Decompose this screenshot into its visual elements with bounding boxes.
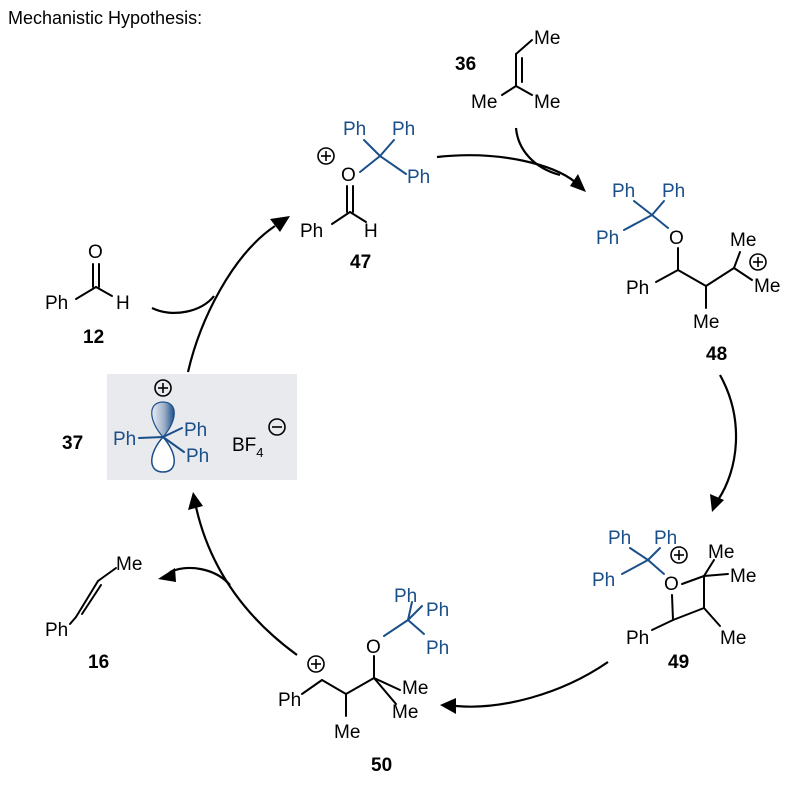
compound-49: Ph Ph Ph O Me Me Me Ph 49 bbox=[592, 528, 756, 673]
page-title: Mechanistic Hypothesis: bbox=[8, 8, 202, 28]
hydrogen-label: H bbox=[364, 221, 378, 242]
methyl-label: Me bbox=[402, 678, 428, 699]
compound-47: Ph Ph Ph O Ph H 47 bbox=[300, 119, 430, 273]
ph-label: Ph bbox=[626, 278, 649, 299]
ph-label: Ph bbox=[278, 690, 301, 711]
ph-label: Ph bbox=[626, 628, 649, 649]
compound-36: 36 Me Me Me bbox=[455, 28, 560, 113]
anion-charge bbox=[268, 418, 286, 436]
ph-label: Ph bbox=[426, 638, 449, 659]
arrow-49-to-50 bbox=[455, 661, 609, 708]
oxygen-label: O bbox=[669, 228, 684, 249]
cation-charge bbox=[749, 253, 767, 271]
tetrafluoroborate-label: BF4 bbox=[232, 435, 264, 460]
oxygen-label: O bbox=[341, 165, 356, 186]
ph-label: Ph bbox=[45, 620, 68, 641]
compound-12: O Ph H 12 bbox=[45, 242, 130, 348]
arrow-48-to-49 bbox=[717, 374, 738, 501]
arrow-37-to-47 bbox=[186, 225, 276, 373]
arrow-36-joins bbox=[514, 127, 561, 177]
ph-label: Ph bbox=[426, 600, 449, 621]
ph-label: Ph bbox=[612, 181, 635, 202]
oxygen-label: O bbox=[366, 637, 381, 658]
compound-number-47: 47 bbox=[350, 252, 371, 273]
compound-number-37: 37 bbox=[62, 433, 83, 454]
ph-label: Ph bbox=[654, 528, 677, 549]
cation-charge bbox=[307, 655, 325, 673]
cation-charge bbox=[670, 546, 688, 564]
ph-label: Ph bbox=[394, 586, 417, 607]
methyl-label: Me bbox=[720, 628, 746, 649]
methyl-label: Me bbox=[693, 312, 719, 333]
compound-48: Ph Ph Ph O Ph Me Me Me 48 bbox=[596, 181, 780, 365]
compound-50: Ph Me O Me Me Ph Ph Ph 50 bbox=[278, 586, 449, 776]
methyl-label: Me bbox=[730, 230, 756, 251]
cation-charge bbox=[317, 147, 335, 165]
compound-37: 37 Ph Ph Ph BF4 bbox=[62, 374, 297, 480]
oxygen-label: O bbox=[664, 574, 679, 595]
arrow-16-release bbox=[169, 566, 231, 586]
p-orbital-lower-lobe bbox=[151, 435, 175, 473]
methyl-label: Me bbox=[334, 722, 360, 743]
methyl-label: Me bbox=[754, 276, 780, 297]
ph-label: Ph bbox=[300, 221, 323, 242]
methyl-label: Me bbox=[392, 702, 418, 723]
compound-16: Me Ph 16 bbox=[45, 554, 142, 673]
methyl-label: Me bbox=[116, 554, 142, 575]
compound-number-36: 36 bbox=[455, 54, 476, 75]
ph-label: Ph bbox=[186, 446, 209, 467]
ph-label: Ph bbox=[113, 429, 136, 450]
compound-number-48: 48 bbox=[706, 344, 727, 365]
methyl-label: Me bbox=[730, 566, 756, 587]
methyl-label: Me bbox=[534, 28, 560, 49]
oxygen-label: O bbox=[88, 242, 103, 263]
ph-label: Ph bbox=[343, 119, 366, 140]
compound-number-16: 16 bbox=[88, 652, 109, 673]
hydrogen-label: H bbox=[116, 293, 130, 314]
arrow-47-to-48 bbox=[436, 154, 576, 183]
ph-label: Ph bbox=[45, 293, 68, 314]
ph-label: Ph bbox=[662, 181, 685, 202]
methyl-label: Me bbox=[708, 542, 734, 563]
ph-label: Ph bbox=[392, 119, 415, 140]
methyl-label: Me bbox=[534, 92, 560, 113]
ph-label: Ph bbox=[592, 570, 615, 591]
arrow-12-joins bbox=[151, 295, 215, 314]
cation-charge bbox=[154, 379, 172, 397]
ph-label: Ph bbox=[184, 420, 207, 441]
ph-label: Ph bbox=[596, 228, 619, 249]
compound-number-49: 49 bbox=[668, 652, 689, 673]
arrow-50-to-37 bbox=[194, 506, 298, 656]
methyl-label: Me bbox=[471, 92, 497, 113]
p-orbital-upper-lobe bbox=[151, 401, 175, 438]
compound-number-50: 50 bbox=[371, 755, 392, 776]
ph-label: Ph bbox=[407, 167, 430, 188]
compound-number-12: 12 bbox=[83, 327, 104, 348]
ph-label: Ph bbox=[608, 528, 631, 549]
